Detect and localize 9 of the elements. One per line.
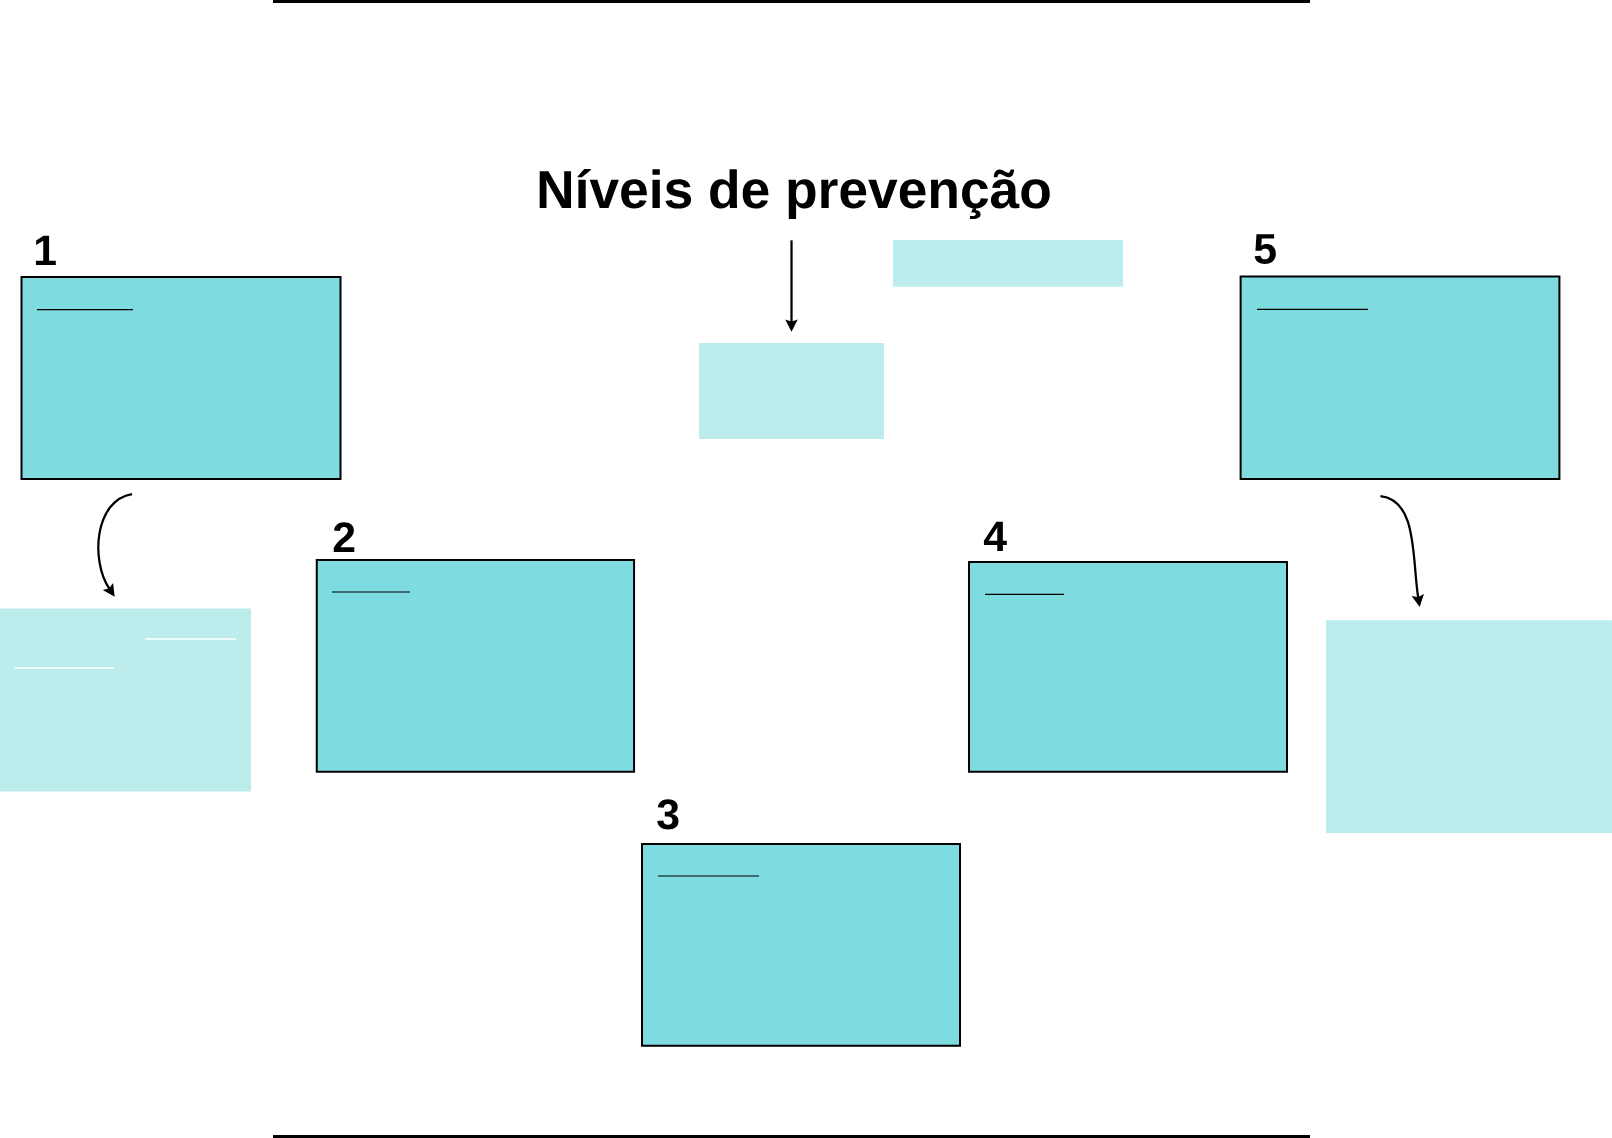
- title: Níveis de prevenção: [539, 168, 1050, 220]
- answer-box: [893, 240, 1123, 287]
- answer-box: [699, 343, 884, 439]
- step-number: 4: [983, 521, 1007, 551]
- step-number: 3: [657, 799, 679, 830]
- step-number: 1: [35, 235, 56, 265]
- answer-box: [1326, 620, 1612, 833]
- step-number: 5: [1254, 234, 1276, 264]
- step-number: 2: [333, 522, 355, 552]
